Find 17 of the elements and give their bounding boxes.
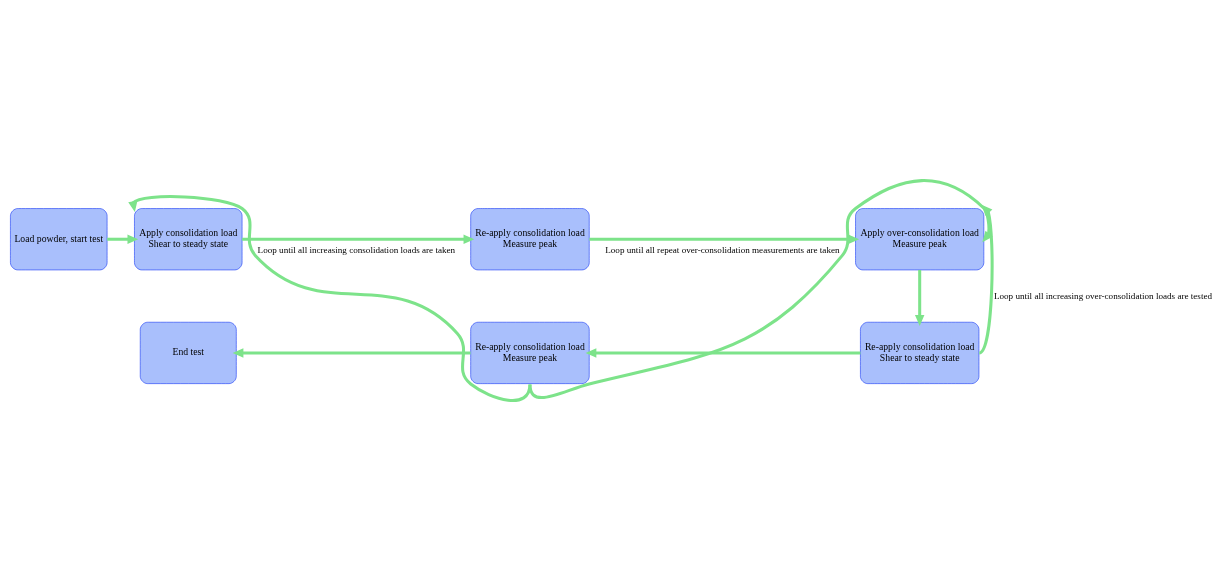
node-box: Re-apply consolidation load Measure peak (470, 208, 590, 271)
arrow (914, 270, 925, 326)
arrow (107, 234, 139, 244)
edge-label: Loop until all increasing over-consolidation loads are tested (993, 290, 1213, 301)
node-box: Apply consolidation load Shear to steady state (134, 208, 243, 271)
node-box: Apply over-consolidation load Measure peak (855, 208, 985, 271)
node-box: Re-apply consolidation load Measure peak (470, 321, 590, 384)
arrow (242, 234, 475, 244)
arrow (589, 234, 860, 244)
arrow (128, 195, 532, 402)
arrow (232, 348, 471, 358)
edge-label: Loop until all increasing consolidation loads are taken (257, 244, 456, 255)
edge-label: Loop until all repeat over-consolidation measurements are taken (605, 244, 840, 255)
node-box: Re-apply consolidation load Shear to steady state (860, 321, 980, 384)
arrow (585, 348, 861, 358)
node-box: Load powder, start test (10, 208, 108, 271)
node-box: End test (139, 321, 237, 384)
